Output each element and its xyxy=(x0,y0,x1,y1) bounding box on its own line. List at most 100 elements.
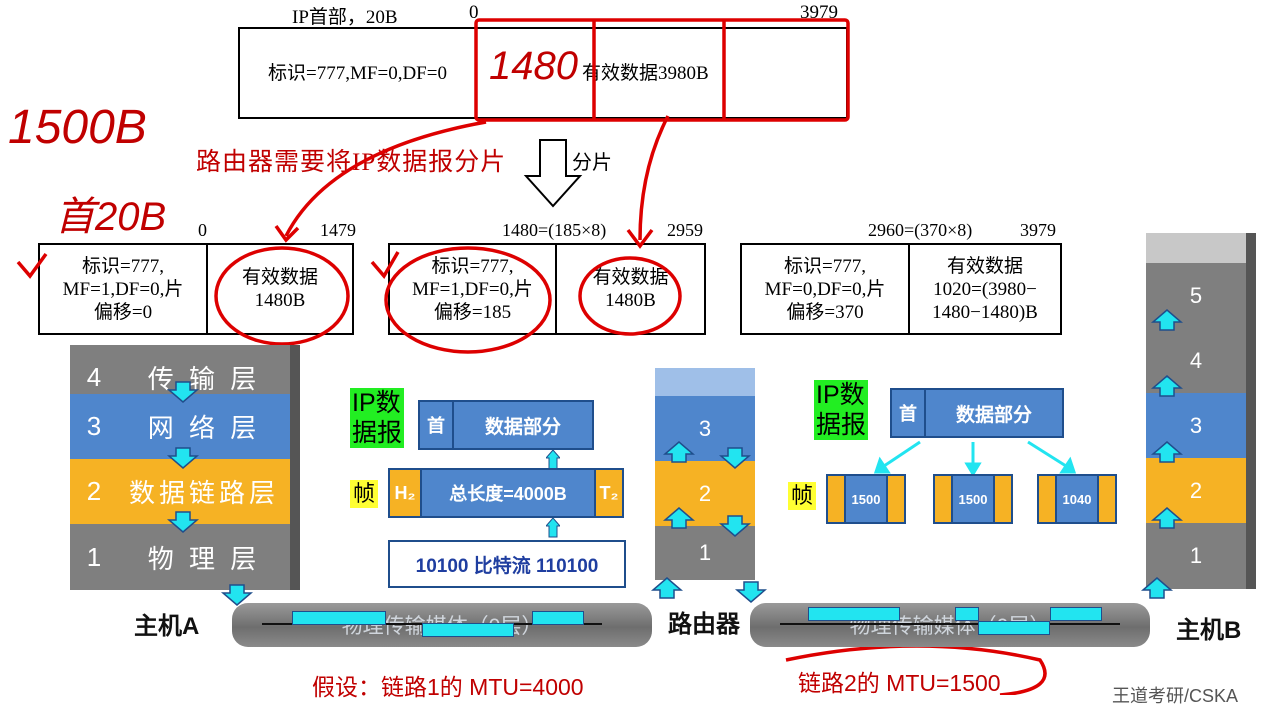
router-layer-1: 1 xyxy=(655,526,755,580)
frame-2-trailer xyxy=(993,474,1013,524)
original-datagram: 标识=777,MF=0,DF=0 有效数据3980B xyxy=(238,27,848,119)
fragment-1: 标识=777, MF=1,DF=0,片 偏移=0 有效数据 1480B xyxy=(38,243,354,335)
router-arrow-down-2-1 xyxy=(718,515,752,537)
left-bitstream: 10100 比特流 110100 xyxy=(388,540,626,588)
offset-end-label: 3979 xyxy=(800,2,838,23)
red-arrow-1 xyxy=(284,120,487,237)
hostA-arrow-4-3 xyxy=(166,381,200,403)
hostB-arrow-4-5 xyxy=(1150,309,1184,331)
mtu-link1-note: 假设：链路1的 MTU=4000 xyxy=(312,674,584,700)
left-frame-tag: 帧 xyxy=(350,480,379,508)
host-b-side-shade xyxy=(1246,233,1256,589)
frame-1-body: 1500 xyxy=(844,474,888,524)
router-label: 路由器 xyxy=(668,611,740,638)
right-split-arrows xyxy=(873,440,1077,476)
router-arrow-down-medium xyxy=(734,581,768,603)
frame-1-trailer xyxy=(886,474,906,524)
offset-start-label: 0 xyxy=(469,2,479,23)
frag1-offset-start: 0 xyxy=(198,220,207,240)
left-ip-datagram-tag: IP数 据报 xyxy=(350,388,405,448)
frame-2-body: 1500 xyxy=(951,474,995,524)
host-a-layer-1: 1 物 理 层 xyxy=(70,524,290,590)
red-circle-frag2-data xyxy=(578,256,682,336)
right-ip-datagram-tag: IP数 据报 xyxy=(814,380,869,440)
frame-1-header xyxy=(826,474,846,524)
right-ip-data-part: 数据部分 xyxy=(924,388,1064,438)
fragment-2-header: 标识=777, MF=1,DF=0,片 偏移=185 xyxy=(412,255,533,323)
frag3-offset-end: 3979 xyxy=(1020,220,1056,240)
red-box-outline xyxy=(474,18,850,122)
left-ip-head: 首 xyxy=(418,400,454,450)
right-frame-2: 1500 xyxy=(933,474,1013,524)
hostB-arrow-1-2 xyxy=(1150,507,1184,529)
frame-3-header xyxy=(1037,474,1057,524)
frag3-offset-start: 2960=(370×8) xyxy=(868,220,973,240)
medium-2-bit-3 xyxy=(978,621,1050,635)
right-frame-3: 1040 xyxy=(1037,474,1117,524)
router-stack: 3 2 1 xyxy=(655,368,755,580)
red-circle-frag2-header xyxy=(384,246,552,354)
medium-2-bit-2 xyxy=(955,607,979,621)
host-b-layer-1: 1 xyxy=(1146,523,1246,589)
datagram-header-cell: 标识=777,MF=0,DF=0 xyxy=(240,29,475,117)
datagram-header-text: 标识=777,MF=0,DF=0 xyxy=(268,62,447,84)
fragment-3-data: 有效数据 1020=(3980− 1480−1480)B xyxy=(908,245,1060,333)
medium-1-bit-2 xyxy=(422,623,514,637)
fragment-1-header: 标识=777, MF=1,DF=0,片 偏移=0 xyxy=(62,255,184,323)
layer-number: 2 xyxy=(86,476,102,506)
left-arrow-bits-to-frame xyxy=(546,518,560,538)
left-ip-data-part: 数据部分 xyxy=(452,400,594,450)
hostA-arrow-2-1 xyxy=(166,511,200,533)
datagram-data-text: 有效数据3980B xyxy=(582,62,709,84)
medium-1-bit-1 xyxy=(292,611,386,625)
host-a-side-shade xyxy=(290,345,300,590)
hostB-arrow-2-3 xyxy=(1150,441,1184,463)
right-ip-head: 首 xyxy=(890,388,926,438)
frag2-offset-end: 2959 xyxy=(667,220,703,240)
red-check-2 xyxy=(370,251,400,280)
medium-2-bit-4 xyxy=(1050,607,1102,621)
ip-header-label: IP首部，20B xyxy=(292,7,398,28)
fragment-2: 标识=777, MF=1,DF=0,片 偏移=185 有效数据 1480B xyxy=(388,243,706,335)
medium-2-bit-1 xyxy=(808,607,900,621)
red-arrowhead-1 xyxy=(274,224,300,243)
physical-medium-2: 物理传输媒体（0层） xyxy=(750,603,1150,647)
router-arrow-up-2-3 xyxy=(662,441,696,463)
hostA-arrow-down-medium xyxy=(220,584,254,606)
router-arrow-up-1-2 xyxy=(662,507,696,529)
frag2-offset-start: 1480=(185×8) xyxy=(502,220,607,240)
left-total-length: 总长度=4000B xyxy=(420,468,596,518)
hostA-arrow-3-2 xyxy=(166,447,200,469)
router-top-face xyxy=(655,368,755,396)
red-circle-frag1-data xyxy=(214,246,350,346)
fragment-3: 标识=777, MF=0,DF=0,片 偏移=370 有效数据 1020=(39… xyxy=(740,243,1062,335)
host-a-label: 主机A xyxy=(134,613,200,640)
fragment-arrow-label: 分片 xyxy=(572,152,612,174)
layer-number: 3 xyxy=(86,411,102,441)
fragment-3-header: 标识=777, MF=0,DF=0,片 偏移=370 xyxy=(764,255,886,323)
router-arrow-up-medium xyxy=(650,577,684,599)
layer-name: 物 理 层 xyxy=(147,543,261,574)
layer-name: 网 络 层 xyxy=(147,413,261,443)
router-fragment-note: 路由器需要将IP数据报分片 xyxy=(196,149,507,176)
medium-2-line xyxy=(780,623,1120,625)
physical-medium-1: 物理传输媒体（0层） xyxy=(232,603,652,647)
red-check-1 xyxy=(16,252,48,279)
red-underline-link2 xyxy=(785,644,1047,695)
left-h2-header: H₂ xyxy=(388,468,422,518)
watermark: 王道考研/CSKA xyxy=(1112,686,1239,706)
layer-name: 数据链路层 xyxy=(128,478,279,508)
fragment-down-arrow xyxy=(523,139,583,208)
medium-1-bit-3 xyxy=(532,611,584,625)
handwritten-header-20b: 首20B xyxy=(55,195,167,239)
fragment-2-data: 有效数据 1480B xyxy=(555,245,704,333)
fragment-1-data: 有效数据 1480B xyxy=(206,245,352,333)
host-b-stack: 5 4 3 2 1 xyxy=(1146,233,1256,593)
layer-number: 1 xyxy=(86,541,102,572)
host-b-top-face xyxy=(1146,233,1246,263)
frame-2-header xyxy=(933,474,953,524)
right-frame-1: 1500 xyxy=(826,474,906,524)
frame-3-body: 1040 xyxy=(1055,474,1099,524)
